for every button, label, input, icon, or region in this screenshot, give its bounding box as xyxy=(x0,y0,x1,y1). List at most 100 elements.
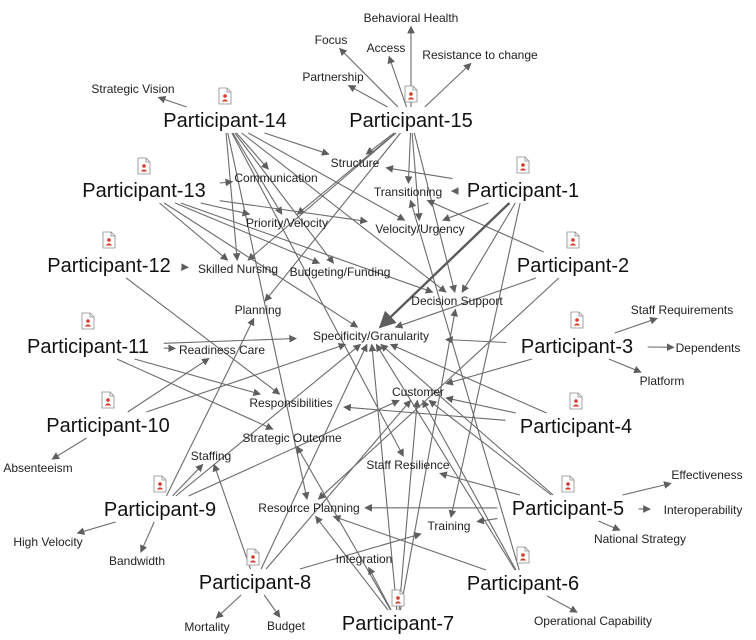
edge-p14-strategic-vision xyxy=(157,95,187,108)
participant-document-icon[interactable] xyxy=(516,546,530,564)
participant-label: Participant-5 xyxy=(512,498,624,520)
edge-p9-staffing xyxy=(172,463,204,497)
theme-node-planning[interactable]: Planning xyxy=(235,303,282,317)
participant-node-p13[interactable]: Participant-13 xyxy=(82,157,206,202)
edge-p14-communication xyxy=(236,132,269,170)
theme-node-customer[interactable]: Customer xyxy=(392,385,444,399)
participant-document-icon[interactable] xyxy=(218,87,232,105)
theme-node-priority-velocity[interactable]: Priority/Velocity xyxy=(246,216,328,230)
edge-p3-customer xyxy=(445,358,533,386)
edge-p14-velocity-urgency xyxy=(248,132,406,221)
participant-document-icon[interactable] xyxy=(246,548,260,566)
theme-node-structure[interactable]: Structure xyxy=(331,156,380,170)
theme-node-high-velocity[interactable]: High Velocity xyxy=(13,535,82,549)
edge-p12-responsibilities xyxy=(125,277,281,395)
edge-p7-strategic-outcome xyxy=(296,445,392,611)
participant-document-icon[interactable] xyxy=(101,391,115,409)
participant-node-p9[interactable]: Participant-9 xyxy=(104,475,216,521)
edge-p7-integration xyxy=(368,566,392,611)
participant-node-p11[interactable]: Participant-11 xyxy=(27,312,149,358)
theme-node-resource-planning[interactable]: Resource Planning xyxy=(258,501,359,515)
theme-node-transitioning[interactable]: Transitioning xyxy=(374,185,442,199)
participant-node-p4[interactable]: Participant-4 xyxy=(520,392,632,438)
theme-node-platform[interactable]: Platform xyxy=(640,374,685,388)
participant-node-p3[interactable]: Participant-3 xyxy=(521,311,633,358)
theme-node-effectiveness[interactable]: Effectiveness xyxy=(671,468,742,482)
theme-node-communication[interactable]: Communication xyxy=(234,171,317,185)
theme-node-focus[interactable]: Focus xyxy=(315,33,348,47)
participant-document-icon[interactable] xyxy=(81,312,95,330)
participant-label: Participant-1 xyxy=(467,180,579,202)
theme-node-interoperability[interactable]: Interoperability xyxy=(664,503,743,517)
theme-node-budgeting-funding[interactable]: Budgeting/Funding xyxy=(290,265,391,279)
participant-node-p7[interactable]: Participant-7 xyxy=(342,589,454,635)
theme-node-responsibilities[interactable]: Responsibilities xyxy=(249,396,332,410)
edge-p15-structure xyxy=(365,132,395,155)
theme-node-staffing[interactable]: Staffing xyxy=(191,449,231,463)
edge-p7-specificity xyxy=(368,343,398,611)
participant-document-icon[interactable] xyxy=(566,231,580,249)
edge-p5-staff-resilience xyxy=(439,471,521,496)
participant-node-p15[interactable]: Participant-15 xyxy=(349,85,473,132)
participant-label: Participant-7 xyxy=(342,613,454,635)
theme-node-bandwidth[interactable]: Bandwidth xyxy=(109,554,165,568)
participant-document-icon[interactable] xyxy=(391,589,405,607)
edge-p14-staff-resilience xyxy=(231,132,404,457)
participant-label: Participant-9 xyxy=(104,499,216,521)
participant-document-icon[interactable] xyxy=(153,475,167,493)
theme-node-velocity-urgency[interactable]: Velocity/Urgency xyxy=(375,222,464,236)
theme-node-decision-support[interactable]: Decision Support xyxy=(411,294,503,308)
participant-node-p5[interactable]: Participant-5 xyxy=(512,475,624,520)
theme-node-partnership[interactable]: Partnership xyxy=(302,70,364,84)
theme-node-strategic-vision[interactable]: Strategic Vision xyxy=(91,82,174,96)
edge-p11-specificity xyxy=(163,334,297,344)
theme-node-budget[interactable]: Budget xyxy=(267,619,306,633)
edge-p11-strategic-outcome xyxy=(116,358,274,430)
theme-node-dependents[interactable]: Dependents xyxy=(676,341,741,355)
participant-document-icon[interactable] xyxy=(516,156,530,174)
participant-label: Participant-2 xyxy=(517,255,629,277)
participant-node-p6[interactable]: Participant-6 xyxy=(467,546,579,595)
participant-document-icon[interactable] xyxy=(570,311,584,329)
participant-node-p2[interactable]: Participant-2 xyxy=(517,231,629,277)
participant-node-p8[interactable]: Participant-8 xyxy=(199,548,311,594)
participant-document-icon[interactable] xyxy=(404,85,418,103)
participant-node-p14[interactable]: Participant-14 xyxy=(163,87,287,132)
edge-p11-responsibilities xyxy=(134,358,262,397)
theme-node-access[interactable]: Access xyxy=(367,41,406,55)
edge-p1-specificity xyxy=(378,202,511,329)
participant-document-icon[interactable] xyxy=(561,475,575,493)
edge-p2-specificity xyxy=(394,277,537,329)
theme-node-training[interactable]: Training xyxy=(428,519,471,533)
theme-node-strategic-outcome[interactable]: Strategic Outcome xyxy=(242,431,342,445)
theme-node-behavioral-health[interactable]: Behavioral Health xyxy=(364,11,459,25)
edge-p8-specificity xyxy=(260,343,368,570)
theme-node-resistance[interactable]: Resistance to change xyxy=(422,48,538,62)
theme-node-specificity[interactable]: Specificity/Granularity xyxy=(313,329,429,343)
edge-p10-readiness-care xyxy=(127,357,210,413)
participant-document-icon[interactable] xyxy=(569,392,583,410)
edge-p15-velocity-urgency xyxy=(411,132,423,221)
theme-node-national-strategy[interactable]: National Strategy xyxy=(594,532,686,546)
participant-document-icon[interactable] xyxy=(137,157,151,175)
theme-node-mortality[interactable]: Mortality xyxy=(184,620,229,634)
theme-node-staff-resilience[interactable]: Staff Resilience xyxy=(366,458,449,472)
theme-node-skilled-nursing[interactable]: Skilled Nursing xyxy=(198,262,278,276)
participant-label: Participant-10 xyxy=(46,415,169,437)
participant-label: Participant-12 xyxy=(47,255,170,277)
theme-node-absenteeism[interactable]: Absenteeism xyxy=(3,461,72,475)
edge-p8-customer xyxy=(265,399,412,570)
participant-label: Participant-15 xyxy=(349,110,472,132)
theme-node-readiness-care[interactable]: Readiness Care xyxy=(179,343,265,357)
edge-p14-structure xyxy=(264,132,330,156)
theme-node-integration[interactable]: Integration xyxy=(336,552,393,566)
edge-p6-customer xyxy=(422,399,517,571)
theme-node-operational-capability[interactable]: Operational Capability xyxy=(534,614,652,628)
participant-node-p10[interactable]: Participant-10 xyxy=(46,391,170,437)
edge-p4-specificity xyxy=(389,343,547,414)
theme-node-staff-requirements[interactable]: Staff Requirements xyxy=(631,303,734,317)
participant-node-p12[interactable]: Participant-12 xyxy=(47,231,171,277)
participant-document-icon[interactable] xyxy=(102,231,116,249)
participant-node-p1[interactable]: Participant-1 xyxy=(467,156,579,202)
edge-p1-training xyxy=(448,202,521,518)
